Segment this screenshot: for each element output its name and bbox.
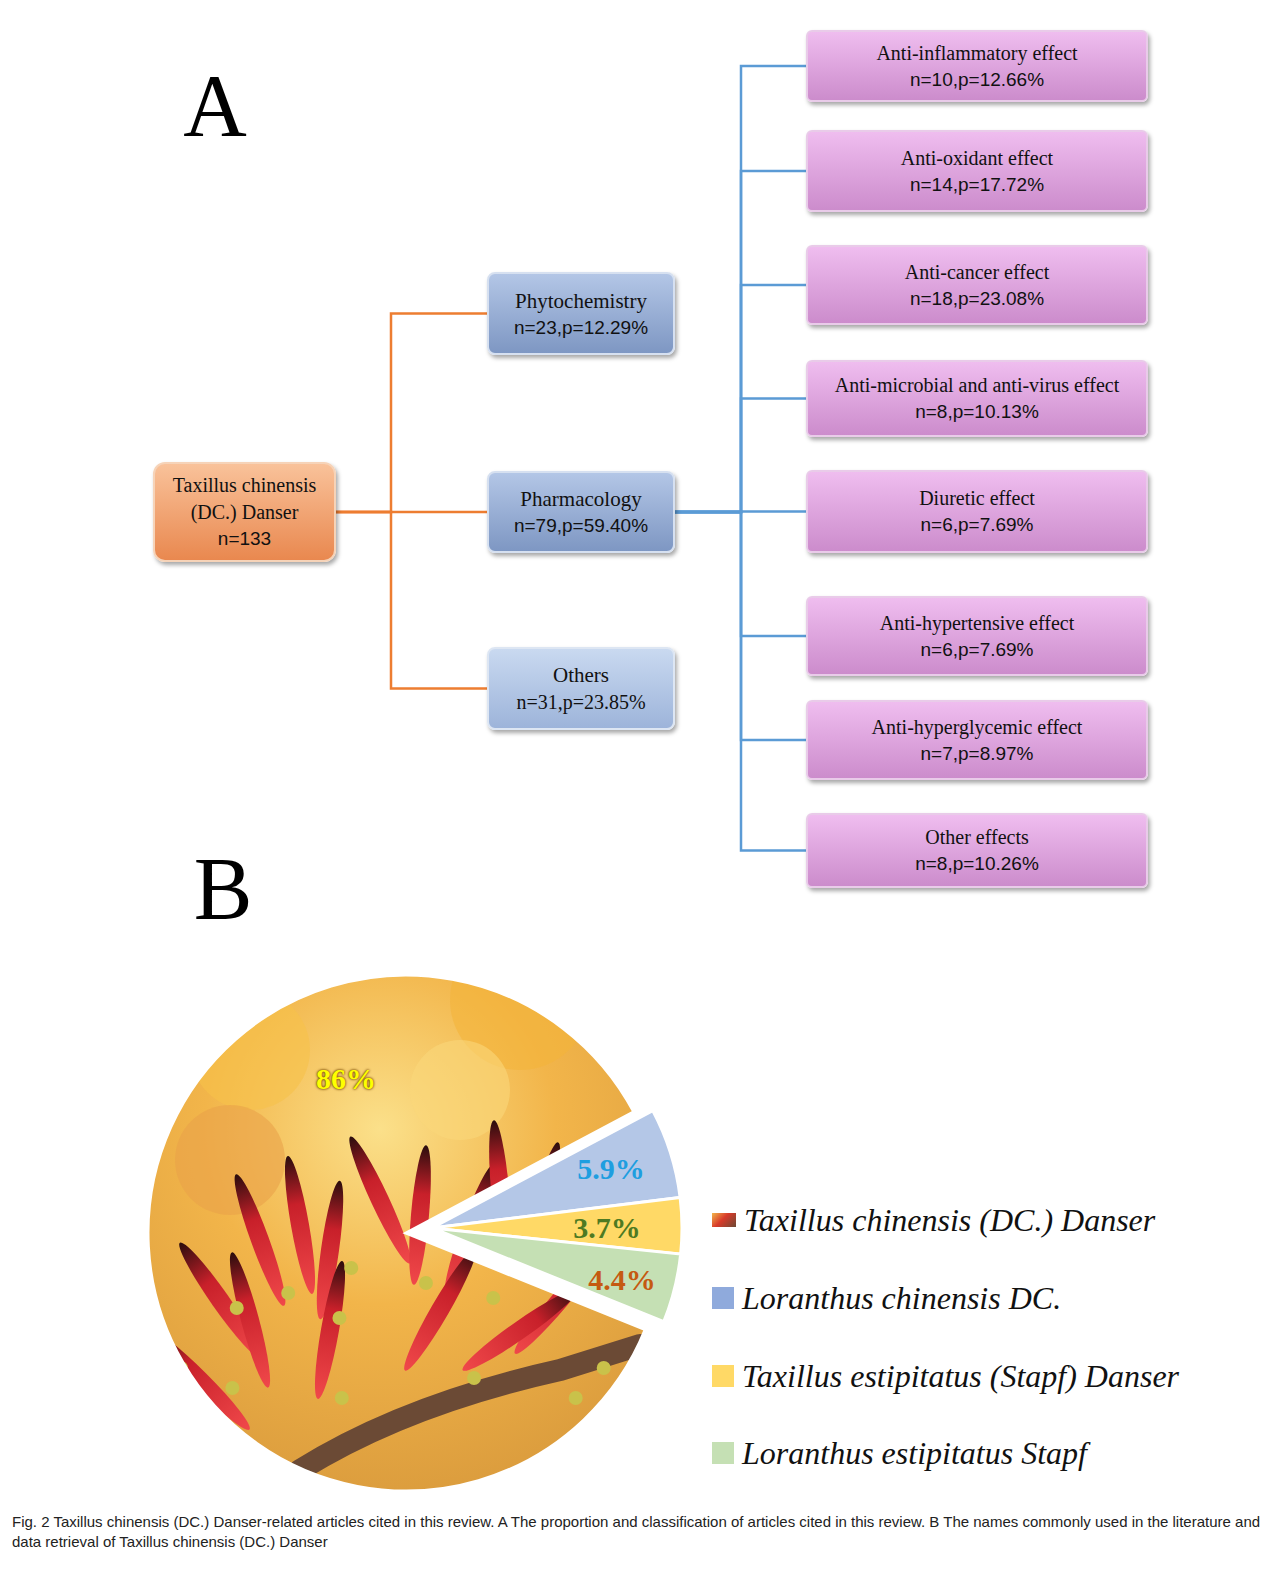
legend-swatch [712,1365,734,1387]
photo-ground [146,973,666,1493]
flower-base [145,1441,159,1455]
pie-slice [432,1228,681,1322]
legend-entry: Loranthus estipitatus Stapf [712,1431,1087,1475]
tree-connector [675,285,806,512]
box-count: n=8,p=10.26% [915,851,1039,877]
category-box: Pharmacologyn=79,p=59.40% [487,471,675,553]
percent-label: 86% [316,1062,376,1096]
panel-letter: A [183,55,247,156]
flower-base [281,1286,295,1300]
panel-letter: B [194,838,253,939]
box-title: Anti-cancer effect [905,259,1050,286]
blurred-leaf [190,990,310,1110]
flower-base [225,1381,239,1395]
flower-petal [223,1250,277,1390]
box-title: Phytochemistry [515,287,647,315]
box-title: Diuretic effect [919,485,1035,512]
effect-box: Anti-cancer effectn=18,p=23.08% [806,245,1148,325]
box-count: n=23,p=12.29% [514,315,648,341]
percent-label: 5.9% [577,1152,645,1186]
legend-text: Loranthus chinensis DC. [742,1280,1061,1317]
flower-base [467,1371,481,1385]
effect-box: Anti-oxidant effectn=14,p=17.72% [806,130,1148,212]
effect-box: Diuretic effectn=6,p=7.69% [806,470,1148,553]
effect-box: Other effectsn=8,p=10.26% [806,813,1148,888]
box-title: Anti-oxidant effect [901,145,1053,172]
tree-connector [336,314,487,513]
box-title: Anti-inflammatory effect [876,40,1077,67]
flower-petal [397,1245,483,1375]
flower-base [486,1291,500,1305]
effect-box: Anti-hyperglycemic effectn=7,p=8.97% [806,700,1148,780]
percent-label: 3.7% [573,1211,641,1245]
effect-box: Anti-hypertensive effectn=6,p=7.69% [806,596,1148,676]
photo-slice [144,930,666,1493]
flower-base [344,1261,358,1275]
box-count: n=18,p=23.08% [910,286,1044,312]
box-title: Taxillus chinensis (DC.) Danser [169,472,320,526]
flower-base [569,1391,583,1405]
flower-petal [144,1324,256,1436]
box-count: n=133 [218,526,271,552]
legend-entry: Taxillus estipitatus (Stapf) Danser [712,1354,1179,1398]
percent-label: 4.4% [588,1263,656,1297]
tree-connector [675,66,806,512]
legend-text: Taxillus estipitatus (Stapf) Danser [742,1358,1179,1395]
blurred-leaf [175,1105,285,1215]
box-title: Anti-hyperglycemic effect [872,714,1083,741]
effect-box: Anti-inflammatory effectn=10,p=12.66% [806,30,1148,102]
figure-caption: Fig. 2 Taxillus chinensis (DC.) Danser-r… [12,1512,1274,1551]
box-count: n=6,p=7.69% [920,637,1033,663]
box-count: n=8,p=10.13% [915,399,1039,425]
box-count: n=14,p=17.72% [910,172,1044,198]
box-count: n=6,p=7.69% [920,512,1033,538]
flower-base [230,1301,244,1315]
flower-petal [309,1260,351,1401]
legend-swatch [712,1442,734,1464]
legend-entry: Loranthus chinensis DC. [712,1276,1061,1320]
flower-petal [405,1144,435,1285]
legend-swatch [712,1287,734,1309]
box-count: n=79,p=59.40% [514,513,648,539]
box-title: Other effects [925,824,1028,851]
legend-photo-swatch [712,1213,736,1227]
legend-entry: Taxillus chinensis (DC.) Danser [712,1198,1155,1242]
flower-petal [279,1155,321,1296]
flower-base [597,1361,611,1375]
box-title: Anti-microbial and anti-virus effect [835,372,1120,399]
tree-connector [336,512,487,689]
box-count: n=7,p=8.97% [920,741,1033,767]
legend-text: Taxillus chinensis (DC.) Danser [744,1202,1155,1239]
flower-base [332,1311,346,1325]
box-title: Anti-hypertensive effect [880,610,1075,637]
legend-text: Loranthus estipitatus Stapf [742,1435,1087,1472]
category-box: Phytochemistryn=23,p=12.29% [487,272,675,355]
tree-connector [675,512,806,851]
root-box: Taxillus chinensis (DC.) Dansern=133 [153,462,336,562]
box-count: n=31,p=23.85% [516,689,645,716]
box-title: Pharmacology [520,485,641,513]
box-count: n=10,p=12.66% [910,67,1044,93]
flower-base [335,1391,349,1405]
flower-petal [342,1133,417,1267]
effect-box: Anti-microbial and anti-virus effectn=8,… [806,360,1148,437]
flower-base [419,1276,433,1290]
tree-connector [675,399,806,513]
tree-connector [675,171,806,512]
category-box: Othersn=31,p=23.85% [487,647,675,730]
box-title: Others [553,661,609,689]
